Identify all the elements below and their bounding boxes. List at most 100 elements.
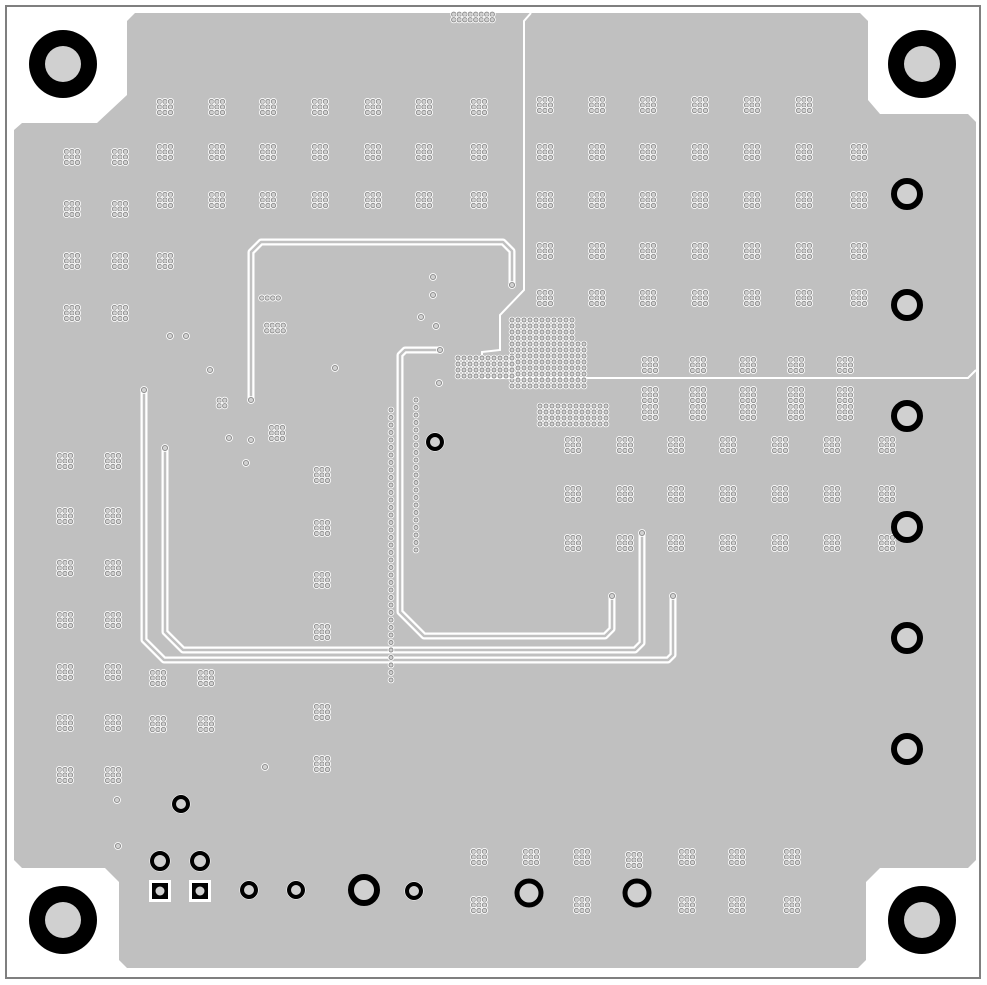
via: [545, 335, 551, 341]
via: [575, 359, 581, 365]
via: [743, 289, 750, 296]
via: [684, 907, 690, 914]
via: [750, 356, 757, 363]
via: [823, 534, 830, 541]
via: [561, 421, 567, 427]
via: [497, 361, 503, 367]
via: [551, 359, 557, 365]
via: [219, 98, 226, 105]
via: [783, 902, 790, 908]
via: [834, 545, 841, 552]
via: [549, 421, 555, 427]
mounting-hole-drill: [904, 46, 940, 82]
via: [543, 415, 549, 421]
via: [413, 472, 419, 478]
via: [259, 109, 266, 116]
via: [856, 295, 862, 301]
via: [435, 379, 443, 387]
via: [539, 353, 545, 359]
via: [110, 714, 116, 721]
via: [313, 466, 320, 473]
via: [878, 496, 885, 503]
via: [481, 191, 488, 198]
via: [104, 565, 111, 571]
via: [319, 577, 325, 583]
via: [801, 253, 807, 260]
via: [555, 415, 561, 421]
via: [426, 197, 433, 203]
via: [801, 289, 807, 296]
via: [627, 534, 634, 541]
via: [850, 253, 857, 260]
via: [533, 341, 539, 347]
via: [545, 353, 551, 359]
via: [222, 397, 228, 403]
via: [650, 197, 657, 203]
via: [67, 518, 74, 525]
via: [695, 392, 701, 398]
via: [122, 200, 129, 207]
via: [140, 386, 148, 394]
via: [599, 289, 606, 296]
via: [777, 485, 783, 492]
via: [476, 854, 482, 860]
via: [547, 191, 554, 198]
via: [829, 436, 835, 443]
via: [569, 317, 575, 323]
via: [111, 148, 118, 155]
via: [691, 248, 698, 254]
via: [388, 595, 394, 600]
via: [539, 365, 545, 371]
via: [691, 242, 698, 249]
via: [432, 322, 440, 330]
via: [69, 258, 75, 264]
via: [564, 534, 571, 541]
via: [652, 356, 659, 363]
via: [697, 143, 703, 150]
via: [575, 341, 581, 347]
via: [63, 263, 70, 270]
via: [789, 854, 795, 860]
via: [265, 149, 271, 155]
via: [203, 675, 209, 681]
via: [599, 202, 606, 209]
via: [567, 409, 573, 415]
via: [521, 353, 527, 359]
via: [545, 317, 551, 323]
via: [702, 102, 709, 108]
via: [56, 617, 63, 623]
via: [311, 197, 318, 203]
via: [689, 367, 696, 374]
via: [551, 365, 557, 371]
via: [725, 491, 731, 497]
via: [823, 485, 830, 492]
via: [730, 540, 737, 546]
via: [521, 359, 527, 365]
via: [730, 447, 737, 454]
via: [777, 534, 783, 541]
via: [829, 545, 835, 552]
via: [56, 565, 63, 571]
via: [219, 109, 226, 116]
via: [789, 848, 795, 855]
via: [413, 442, 419, 448]
via: [878, 442, 885, 448]
via: [74, 258, 81, 264]
via: [750, 362, 757, 368]
via: [616, 485, 623, 492]
via: [476, 859, 482, 866]
via: [616, 534, 623, 541]
via: [787, 397, 794, 404]
via: [542, 202, 548, 209]
via: [585, 421, 591, 427]
via: [111, 211, 118, 218]
via: [650, 253, 657, 260]
via: [739, 414, 746, 421]
via: [647, 392, 653, 398]
via: [509, 335, 515, 341]
via: [426, 149, 433, 155]
via: [743, 253, 750, 260]
via: [771, 491, 778, 497]
via: [739, 409, 746, 415]
via: [584, 848, 591, 855]
